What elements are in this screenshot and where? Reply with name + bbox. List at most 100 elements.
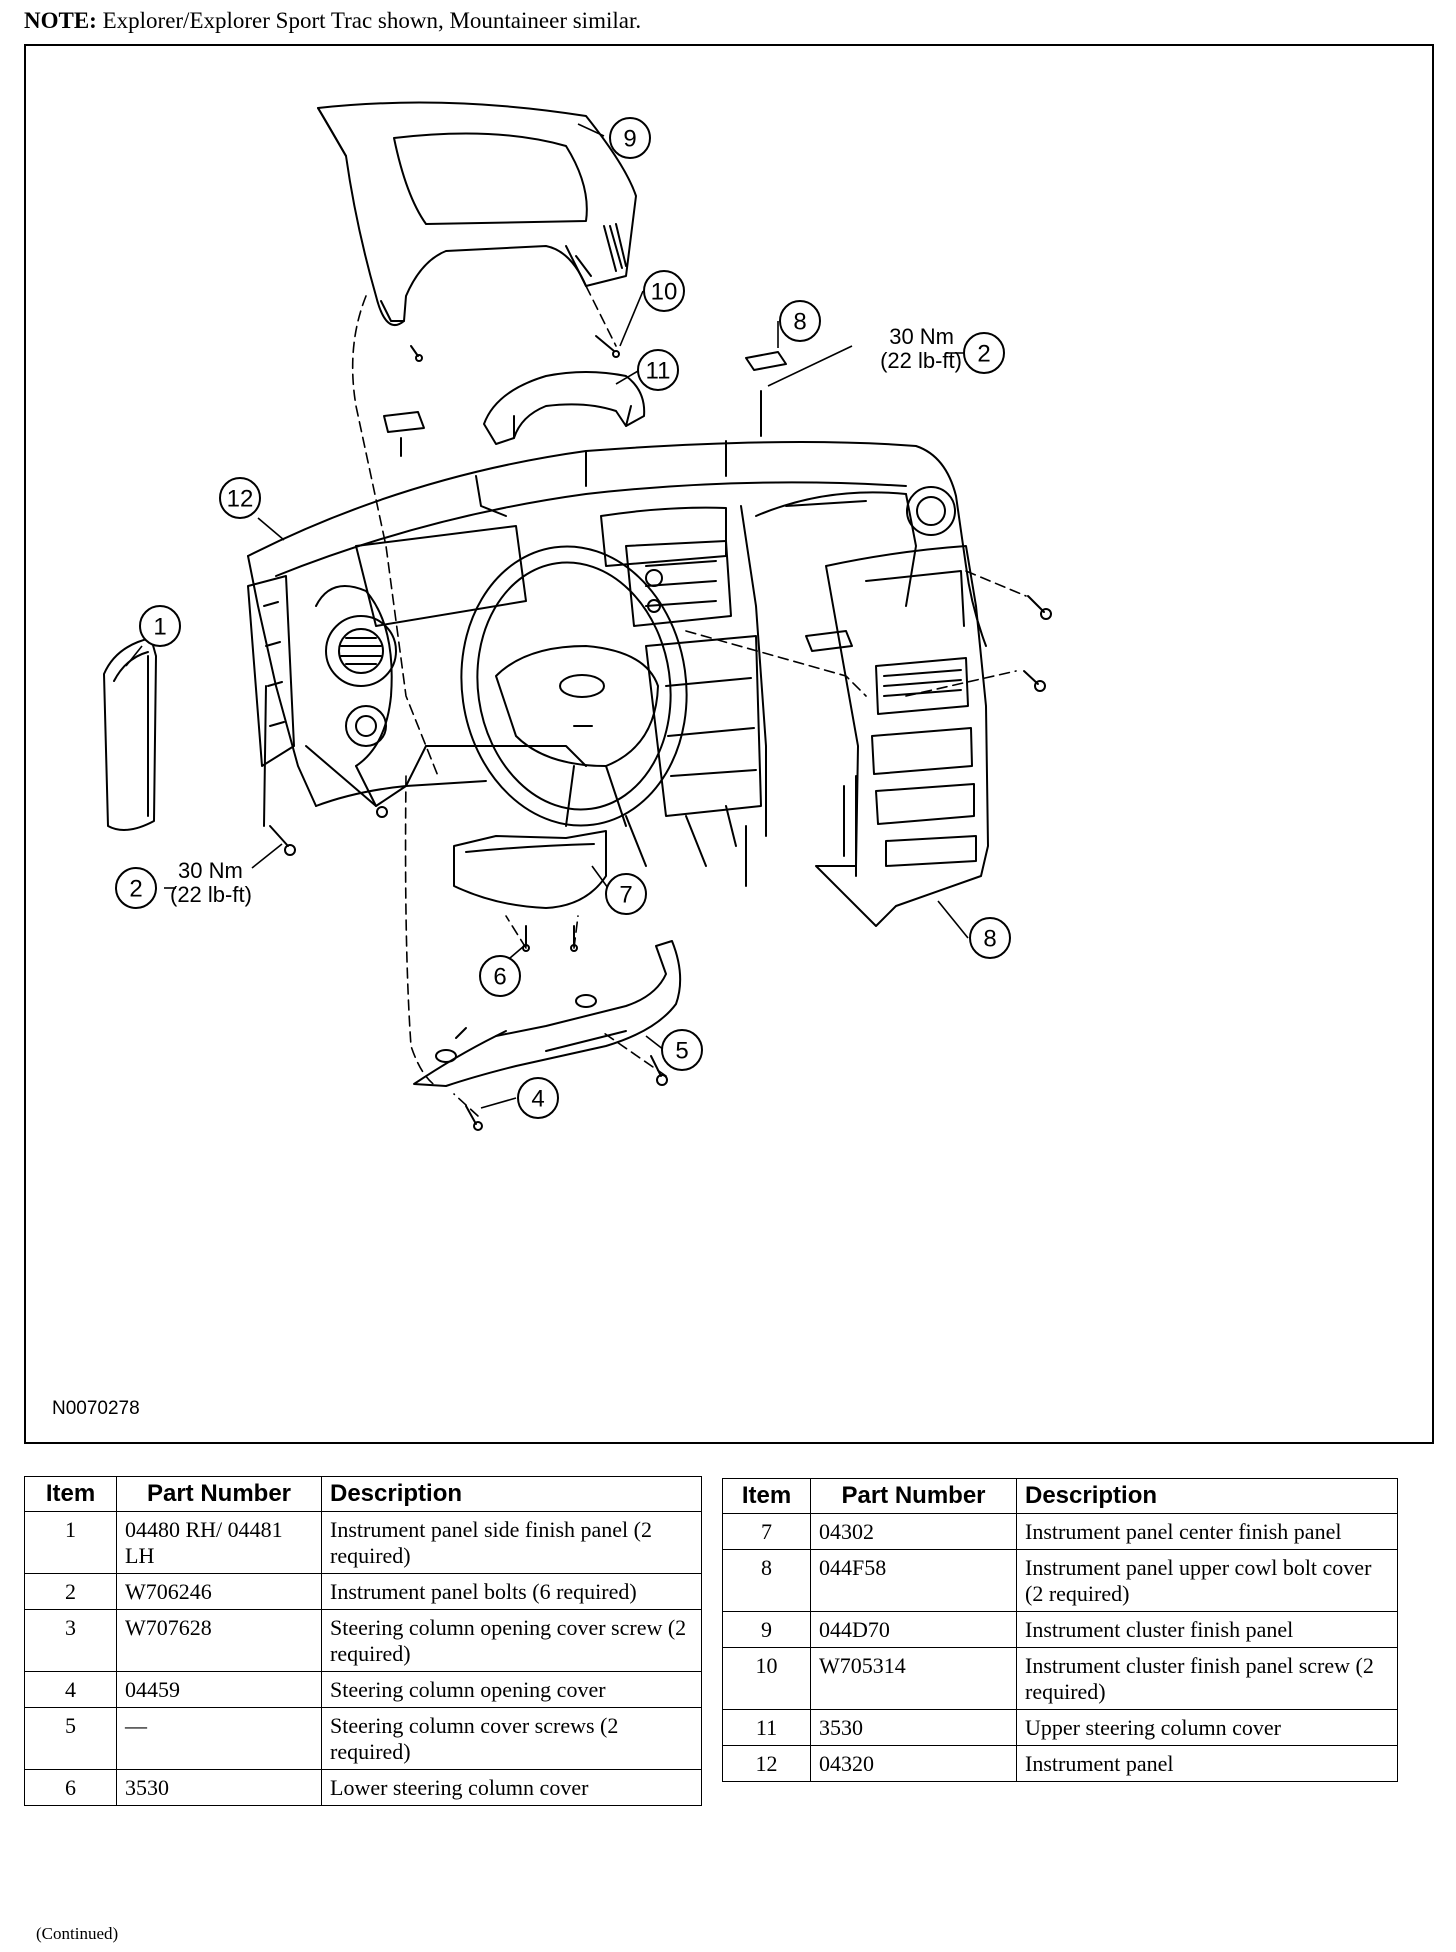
item-cell: 9 — [722, 1611, 811, 1648]
description-cell: Instrument panel center finish panel — [1016, 1513, 1398, 1550]
part-number-cell: 04302 — [810, 1513, 1017, 1550]
table-header-row: Item Part Number Description — [24, 1476, 702, 1512]
callout-6-label: 7 — [619, 882, 632, 909]
note-line: NOTE: Explorer/Explorer Sport Trac shown… — [24, 6, 641, 36]
table-row: 12 04320 Instrument panel — [722, 1745, 1398, 1782]
item-cell: 2 — [24, 1573, 117, 1610]
callout-5 — [479, 955, 521, 997]
callout-3 — [517, 1077, 559, 1119]
item-cell: 8 — [722, 1549, 811, 1612]
note-text: Explorer/Explorer Sport Trac shown, Moun… — [102, 8, 642, 33]
item-cell: 7 — [722, 1513, 811, 1550]
callout-2-lower — [115, 867, 157, 909]
bolt-cover-part — [745, 351, 787, 371]
table-header-row: Item Part Number Description — [722, 1478, 1398, 1514]
cluster-screw-head — [612, 350, 620, 358]
description-cell: Instrument panel side finish panel (2 re… — [321, 1511, 702, 1574]
description-cell: Instrument cluster finish panel — [1016, 1611, 1398, 1648]
col-description-header: Description — [321, 1476, 702, 1512]
table-row: 11 3530 Upper steering column cover — [722, 1709, 1398, 1746]
center-finish-panel-part — [815, 545, 989, 927]
instrument-panel-part — [247, 440, 987, 887]
callout-4-label: 5 — [675, 1038, 688, 1065]
torque-lower-nm: 30 Nm — [178, 858, 243, 883]
callout-11-label: 11 — [646, 358, 671, 385]
col-part-number-header: Part Number — [116, 1476, 322, 1512]
description-cell: Instrument panel upper cowl bolt cover (… — [1016, 1549, 1398, 1612]
part-number-cell: W707628 — [116, 1609, 322, 1672]
table-row: 9 044D70 Instrument cluster finish panel — [722, 1611, 1398, 1648]
col-description-header: Description — [1016, 1478, 1398, 1514]
col-item-header: Item — [722, 1478, 811, 1514]
callout-7-label: 8 — [983, 926, 996, 953]
steering-wheel-part — [460, 545, 688, 827]
callout-2-upper-label: 2 — [977, 341, 990, 368]
callout-2-lower-label: 2 — [129, 876, 142, 903]
column-cover-screw — [522, 944, 530, 952]
torque-upper-nm: 30 Nm — [889, 324, 954, 349]
part-number-cell: 04480 RH/ 04481 LH — [116, 1511, 322, 1574]
side-finish-panel-part — [103, 637, 157, 831]
cluster-screw-part — [595, 335, 615, 352]
description-cell: Upper steering column cover — [1016, 1709, 1398, 1746]
item-cell: 5 — [24, 1707, 117, 1770]
callout-10 — [643, 270, 685, 312]
callout-1 — [139, 605, 181, 647]
callout-2-upper — [963, 332, 1005, 374]
part-number-cell: 3530 — [810, 1709, 1017, 1746]
table-row: 8 044F58 Instrument panel upper cowl bol… — [722, 1549, 1398, 1612]
callout-3-label: 4 — [531, 1086, 544, 1113]
note-label: NOTE: — [24, 8, 97, 33]
callout-10-label: 10 — [651, 279, 678, 306]
table-row: 1 04480 RH/ 04481 LH Instrument panel si… — [24, 1511, 702, 1574]
description-cell: Instrument cluster finish panel screw (2… — [1016, 1647, 1398, 1710]
torque-upper-lbft: (22 lb-ft) — [880, 348, 962, 373]
callout-9 — [609, 117, 651, 159]
exploded-view-figure: 9 10 8 2 11 12 1 2 7 8 6 5 4 30 Nm (22 l… — [24, 44, 1434, 1444]
item-cell: 3 — [24, 1609, 117, 1672]
lower-column-cover-part — [453, 830, 607, 909]
item-cell: 11 — [722, 1709, 811, 1746]
table-row: 10 W705314 Instrument cluster finish pan… — [722, 1647, 1398, 1710]
part-number-cell: 04459 — [116, 1671, 322, 1708]
description-cell: Steering column opening cover screw (2 r… — [321, 1609, 702, 1672]
part-number-cell: 044D70 — [810, 1611, 1017, 1648]
table-row: 6 3530 Lower steering column cover — [24, 1769, 702, 1806]
torque-lower-lbft: (22 lb-ft) — [170, 882, 252, 907]
description-cell: Instrument panel — [1016, 1745, 1398, 1782]
continued-label: (Continued) — [36, 1924, 119, 1943]
description-cell: Lower steering column cover — [321, 1769, 702, 1806]
callout-11 — [637, 349, 679, 391]
table-row: 7 04302 Instrument panel center finish p… — [722, 1513, 1398, 1550]
callout-9-label: 9 — [623, 126, 636, 153]
item-cell: 6 — [24, 1769, 117, 1806]
part-number-cell: 044F58 — [810, 1549, 1017, 1612]
part-number-cell: 04320 — [810, 1745, 1017, 1782]
callout-4 — [661, 1029, 703, 1071]
part-number-cell: W705314 — [810, 1647, 1017, 1710]
col-part-number-header: Part Number — [810, 1478, 1017, 1514]
description-cell: Steering column cover screws (2 required… — [321, 1707, 702, 1770]
table-row: 5 — Steering column cover screws (2 requ… — [24, 1707, 702, 1770]
item-cell: 10 — [722, 1647, 811, 1710]
table-row: 4 04459 Steering column opening cover — [24, 1671, 702, 1708]
cluster-finish-panel-part — [317, 101, 637, 327]
callout-12 — [219, 477, 261, 519]
column-opening-cover-part — [413, 940, 682, 1087]
callout-5-label: 6 — [493, 964, 506, 991]
callout-7 — [969, 917, 1011, 959]
item-cell: 4 — [24, 1671, 117, 1708]
description-cell: Steering column opening cover — [321, 1671, 702, 1708]
parts-table-left: Item Part Number Description 1 04480 RH/… — [24, 1476, 702, 1806]
parts-table-right: Item Part Number Description 7 04302 Ins… — [722, 1478, 1398, 1782]
exploded-view-drawing: 9 10 8 2 11 12 1 2 7 8 6 5 4 30 Nm (22 l… — [52, 101, 1052, 1419]
callout-12-label: 12 — [227, 486, 254, 513]
description-cell: Instrument panel bolts (6 required) — [321, 1573, 702, 1610]
part-number-cell: — — [116, 1707, 322, 1770]
callout-8 — [779, 300, 821, 342]
callout-8-label: 8 — [793, 309, 806, 336]
item-cell: 1 — [24, 1511, 117, 1574]
figure-id: N0070278 — [52, 1398, 140, 1419]
upper-column-cover-part — [483, 371, 646, 445]
callout-6 — [605, 873, 647, 915]
